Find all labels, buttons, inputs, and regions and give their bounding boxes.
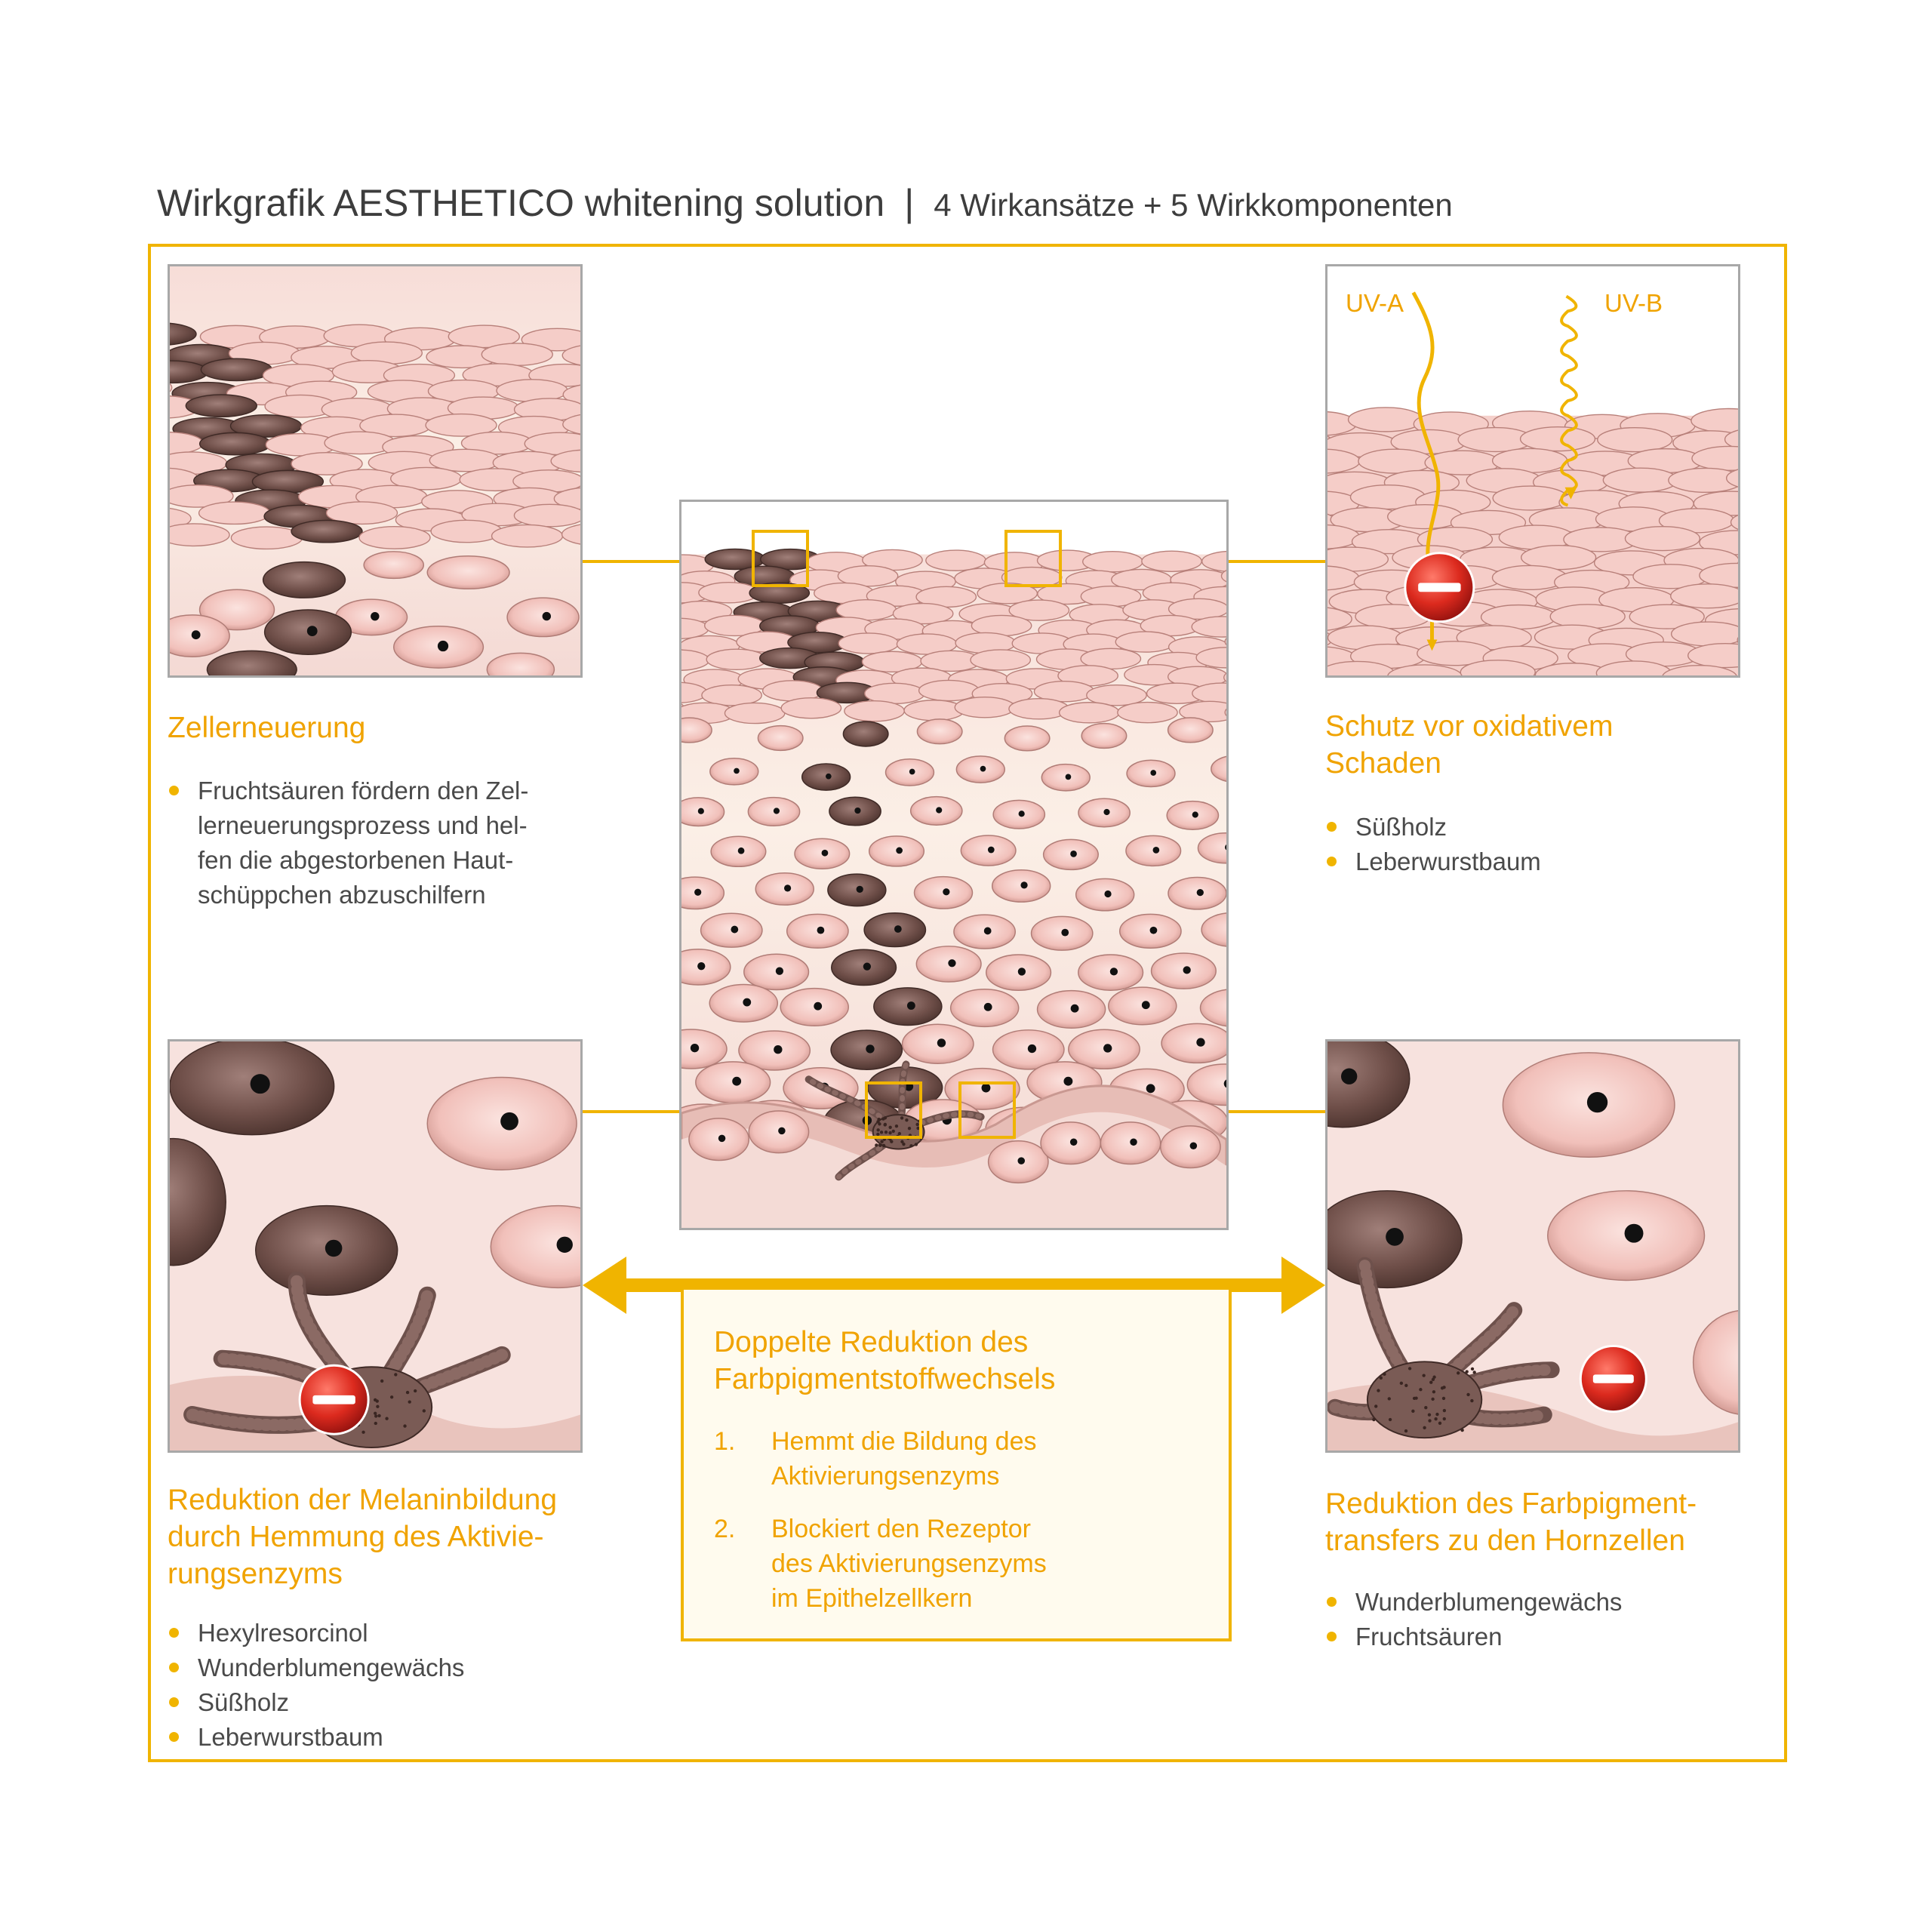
list-melanin-reduction: Hexylresorcinol Wunderblumengewächs Süßh… — [168, 1616, 464, 1755]
heading-pigment-transfer: Reduktion des Farbpigment- transfers zu … — [1325, 1485, 1697, 1559]
illustration-melanin-reduction — [168, 1039, 583, 1453]
heading-line: transfers zu den Hornzellen — [1325, 1524, 1685, 1557]
double-reduction-box: Doppelte Reduktion des Farbpigmentstoffw… — [681, 1287, 1232, 1641]
steps-list: 1. Hemmt die Bildung des Aktivierungsenzy… — [714, 1424, 1047, 1634]
heading-line: Reduktion des Farbpigment- — [1325, 1487, 1697, 1520]
callout-square-top-right — [1004, 530, 1062, 587]
outer-frame — [148, 244, 1787, 1762]
list-item: Wunderblumengewächs — [1325, 1585, 1622, 1620]
heading-line: Reduktion der Melaninbildung — [168, 1484, 558, 1516]
title-main: Wirkgrafik AESTHETICO whitening solution — [157, 182, 885, 224]
list-item: Leberwurstbaum — [1325, 844, 1541, 879]
heading-line: Farbpigmentstoffwechsels — [714, 1363, 1056, 1395]
heading-cell-renewal: Zellerneuerung — [168, 709, 365, 746]
step-text: Blockiert den Rezeptor des Aktivierungse… — [771, 1515, 1047, 1613]
page-title: Wirkgrafik AESTHETICO whitening solution… — [157, 181, 1453, 225]
heading-double-reduction: Doppelte Reduktion des Farbpigmentstoffw… — [714, 1324, 1055, 1398]
step-text: Hemmt die Bildung des Aktivierungsenzyms — [771, 1427, 1037, 1491]
title-separator: | — [904, 182, 915, 224]
list-item: Süßholz — [168, 1685, 464, 1720]
callout-square-bottom-right — [958, 1081, 1016, 1139]
step-item: 2. Blockiert den Rezeptor des Aktivierung… — [714, 1512, 1047, 1616]
list-item: Wunderblumengewächs — [168, 1651, 464, 1685]
heading-line: Schaden — [1325, 747, 1441, 780]
list-item: Fruchtsäuren — [1325, 1620, 1622, 1654]
illustration-oxidative-protection — [1325, 264, 1740, 678]
heading-line: rungsenzyms — [168, 1558, 343, 1590]
callout-square-top-left — [752, 530, 809, 587]
heading-line: Schutz vor oxidativem — [1325, 710, 1614, 743]
heading-melanin-reduction: Reduktion der Melaninbildung durch Hemmu… — [168, 1481, 557, 1592]
title-subtitle: 4 Wirkansätze + 5 Wirkkomponenten — [934, 187, 1453, 223]
list-cell-renewal: Fruchtsäuren fördern den Zel- lerneuerun… — [168, 774, 528, 912]
uv-b-label: UV-B — [1604, 289, 1663, 317]
heading-oxidative-protection: Schutz vor oxidativem Schaden — [1325, 708, 1614, 782]
list-item: Süßholz — [1325, 810, 1541, 844]
step-number: 2. — [714, 1515, 736, 1543]
uv-a-label: UV-A — [1346, 289, 1404, 317]
list-oxidative-protection: Süßholz Leberwurstbaum — [1325, 810, 1541, 879]
list-pigment-transfer: Wunderblumengewächs Fruchtsäuren — [1325, 1585, 1622, 1654]
callout-square-bottom-left — [865, 1081, 922, 1139]
heading-line: durch Hemmung des Aktivie- — [168, 1521, 544, 1553]
list-item: Hexylresorcinol — [168, 1616, 464, 1651]
illustration-skin-cross-section — [679, 500, 1229, 1230]
illustration-cell-renewal — [168, 264, 583, 678]
list-item: Fruchtsäuren fördern den Zel- lerneuerun… — [168, 774, 528, 912]
heading-line: Doppelte Reduktion des — [714, 1326, 1029, 1358]
step-number: 1. — [714, 1427, 736, 1456]
connector-top-left — [581, 560, 756, 563]
illustration-pigment-transfer — [1325, 1039, 1740, 1453]
heading-line: Zellerneuerung — [168, 712, 366, 744]
step-item: 1. Hemmt die Bildung des Aktivierungsenzy… — [714, 1424, 1047, 1494]
list-item: Leberwurstbaum — [168, 1720, 464, 1755]
